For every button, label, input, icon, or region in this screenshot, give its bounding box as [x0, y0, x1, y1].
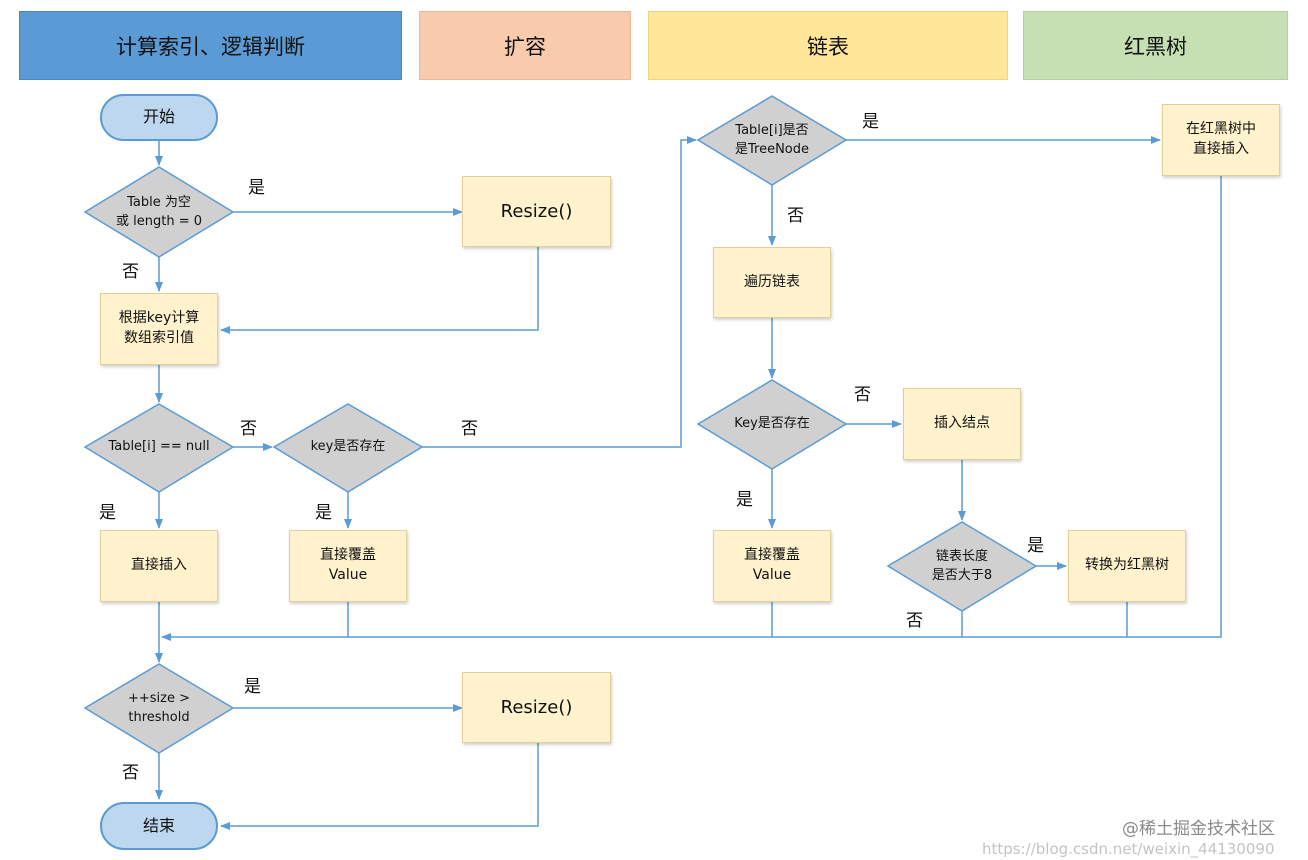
label-check-null-yes: 是: [99, 503, 116, 523]
decision-list-length: [886, 521, 1038, 612]
label-key-exists-yes: 是: [315, 503, 332, 523]
end-node: 结束: [100, 802, 218, 850]
label-list-key-no: 否: [854, 385, 871, 405]
insert-direct-box: 直接插入: [100, 530, 218, 602]
decision-check-size: [83, 663, 235, 754]
start-node: 开始: [100, 94, 218, 141]
lane-header-linked-list: 链表: [648, 11, 1008, 80]
convert-to-rbtree-box: 转换为红黑树: [1068, 530, 1186, 602]
tree-insert-box: 在红黑树中 直接插入: [1162, 104, 1280, 176]
edge-merge-line: [161, 176, 1222, 641]
resize-box-2: Resize(): [462, 672, 611, 743]
decision-check-empty: [83, 166, 235, 258]
label-size-no: 否: [122, 763, 139, 783]
label-key-exists-no: 否: [461, 419, 478, 439]
edge-key-exists-no: [422, 136, 697, 448]
calc-index-box: 根据key计算 数组索引值: [100, 293, 218, 365]
overwrite-value-box-1: 直接覆盖 Value: [289, 530, 407, 602]
label-size-yes: 是: [244, 677, 261, 697]
decision-check-null: [83, 403, 235, 493]
label-treenode-no: 否: [787, 206, 804, 226]
label-length-no: 否: [906, 611, 923, 631]
decision-list-key-exists: [696, 379, 848, 470]
traverse-list-box: 遍历链表: [713, 247, 831, 318]
decision-is-treenode: [696, 95, 848, 186]
label-check-null-no: 否: [240, 419, 257, 439]
insert-node-box: 插入结点: [903, 388, 1021, 460]
lane-header-index-logic: 计算索引、逻辑判断: [19, 11, 402, 80]
label-length-yes: 是: [1027, 536, 1044, 556]
label-treenode-yes: 是: [862, 112, 879, 132]
watermark-brand: @稀土掘金技术社区: [1122, 819, 1275, 839]
label-list-key-yes: 是: [736, 490, 753, 510]
overwrite-value-box-2: 直接覆盖 Value: [713, 530, 831, 602]
label-check-empty-no: 否: [122, 262, 139, 282]
resize-box-1: Resize(): [462, 176, 611, 247]
label-check-empty-yes: 是: [248, 178, 265, 198]
edge-resize1-to-calc: [220, 247, 539, 334]
lane-header-red-black-tree: 红黑树: [1023, 11, 1288, 80]
watermark-url: https://blog.csdn.net/weixin_44130090: [982, 840, 1275, 858]
lane-header-resize: 扩容: [419, 11, 631, 80]
decision-key-exists: [272, 403, 424, 493]
edge-resize2-to-end: [220, 743, 539, 830]
